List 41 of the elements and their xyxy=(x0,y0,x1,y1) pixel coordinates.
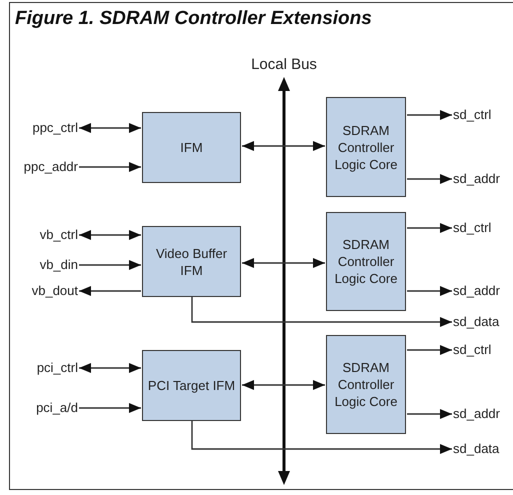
arrow xyxy=(407,223,452,233)
arrow xyxy=(407,174,452,184)
signal-label: sd_data xyxy=(453,314,513,330)
figure-title: Figure 1. SDRAM Controller Extensions xyxy=(15,8,372,30)
arrow xyxy=(79,260,141,270)
bus-label: Local Bus xyxy=(251,56,317,73)
arrow xyxy=(191,421,452,454)
arrow xyxy=(79,286,141,296)
arrow xyxy=(242,380,325,390)
arrow xyxy=(79,162,141,172)
arrow xyxy=(79,403,141,413)
arrow xyxy=(242,258,325,268)
block-box: SDRAM Controller Logic Core xyxy=(326,335,406,434)
signal-label: sd_addr xyxy=(453,171,513,187)
signal-label: ppc_addr xyxy=(10,159,78,175)
arrow xyxy=(407,110,452,120)
block-box: SDRAM Controller Logic Core xyxy=(326,212,406,311)
arrow xyxy=(191,297,452,327)
signal-label: ppc_ctrl xyxy=(10,120,78,136)
arrow xyxy=(242,141,325,151)
block-box: IFM xyxy=(142,112,241,183)
signal-label: sd_ctrl xyxy=(453,220,513,236)
signal-label: vb_din xyxy=(10,257,78,273)
block-box: PCI Target IFM xyxy=(142,350,241,421)
arrow xyxy=(79,363,141,373)
signal-label: sd_data xyxy=(453,441,513,457)
signal-label: sd_ctrl xyxy=(453,107,513,123)
arrow xyxy=(79,123,141,133)
signal-label: pci_ctrl xyxy=(10,360,78,376)
signal-label: sd_ctrl xyxy=(453,342,513,358)
signal-label: vb_dout xyxy=(10,283,78,299)
arrow xyxy=(407,345,452,355)
arrow xyxy=(407,409,452,419)
signal-label: pci_a/d xyxy=(10,400,78,416)
signal-label: sd_addr xyxy=(453,283,513,299)
signal-label: vb_ctrl xyxy=(10,227,78,243)
block-box: SDRAM Controller Logic Core xyxy=(326,97,406,197)
arrow xyxy=(79,230,141,240)
signal-label: sd_addr xyxy=(453,406,513,422)
block-box: Video Buffer IFM xyxy=(142,226,241,297)
arrow xyxy=(407,286,452,296)
